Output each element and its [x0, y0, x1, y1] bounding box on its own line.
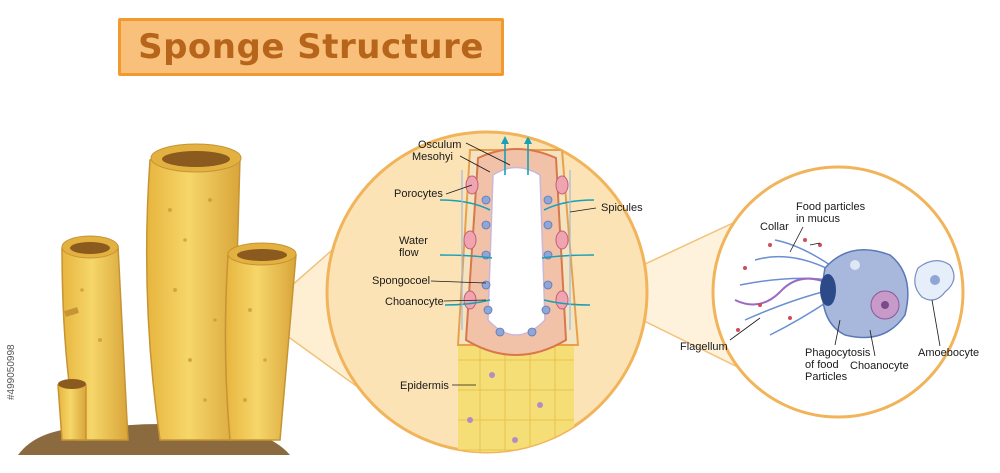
- label-water-flow-line1: Water: [399, 235, 428, 247]
- sponge-cross-section: [439, 136, 595, 452]
- label-food-particles-line2: in mucus: [796, 213, 841, 225]
- label-spicules: Spicules: [601, 202, 643, 214]
- page-title: Sponge Structure: [138, 27, 484, 67]
- label-spongocoel: Spongocoel: [372, 275, 430, 287]
- stock-id-text: #499050998: [6, 344, 17, 400]
- label-porocytes: Porocytes: [394, 188, 443, 200]
- label-choanocyte-left: Choanocyte: [385, 296, 444, 308]
- label-flagellum: Flagellum: [680, 341, 728, 353]
- label-phagocytosis-line1: Phagocytosis: [805, 347, 871, 359]
- title-banner: Sponge Structure: [118, 18, 504, 76]
- choanocyte-detail: [734, 238, 955, 339]
- label-epidermis: Epidermis: [400, 380, 449, 392]
- label-water-flow-line2: flow: [399, 247, 419, 259]
- label-amoebocyte: Amoebocyte: [918, 347, 979, 359]
- zoom-cone-right: [585, 218, 745, 372]
- label-phagocytosis-line2: of food: [805, 359, 839, 371]
- label-mesohyl: Mesohyi: [412, 151, 453, 163]
- label-collar: Collar: [760, 221, 789, 233]
- label-choanocyte-right: Choanocyte: [850, 360, 909, 372]
- sponge-illustration: [18, 143, 297, 455]
- label-osculum: Osculum: [418, 139, 461, 151]
- label-food-particles-line1: Food particles: [796, 201, 866, 213]
- label-phagocytosis-line3: Particles: [805, 371, 848, 383]
